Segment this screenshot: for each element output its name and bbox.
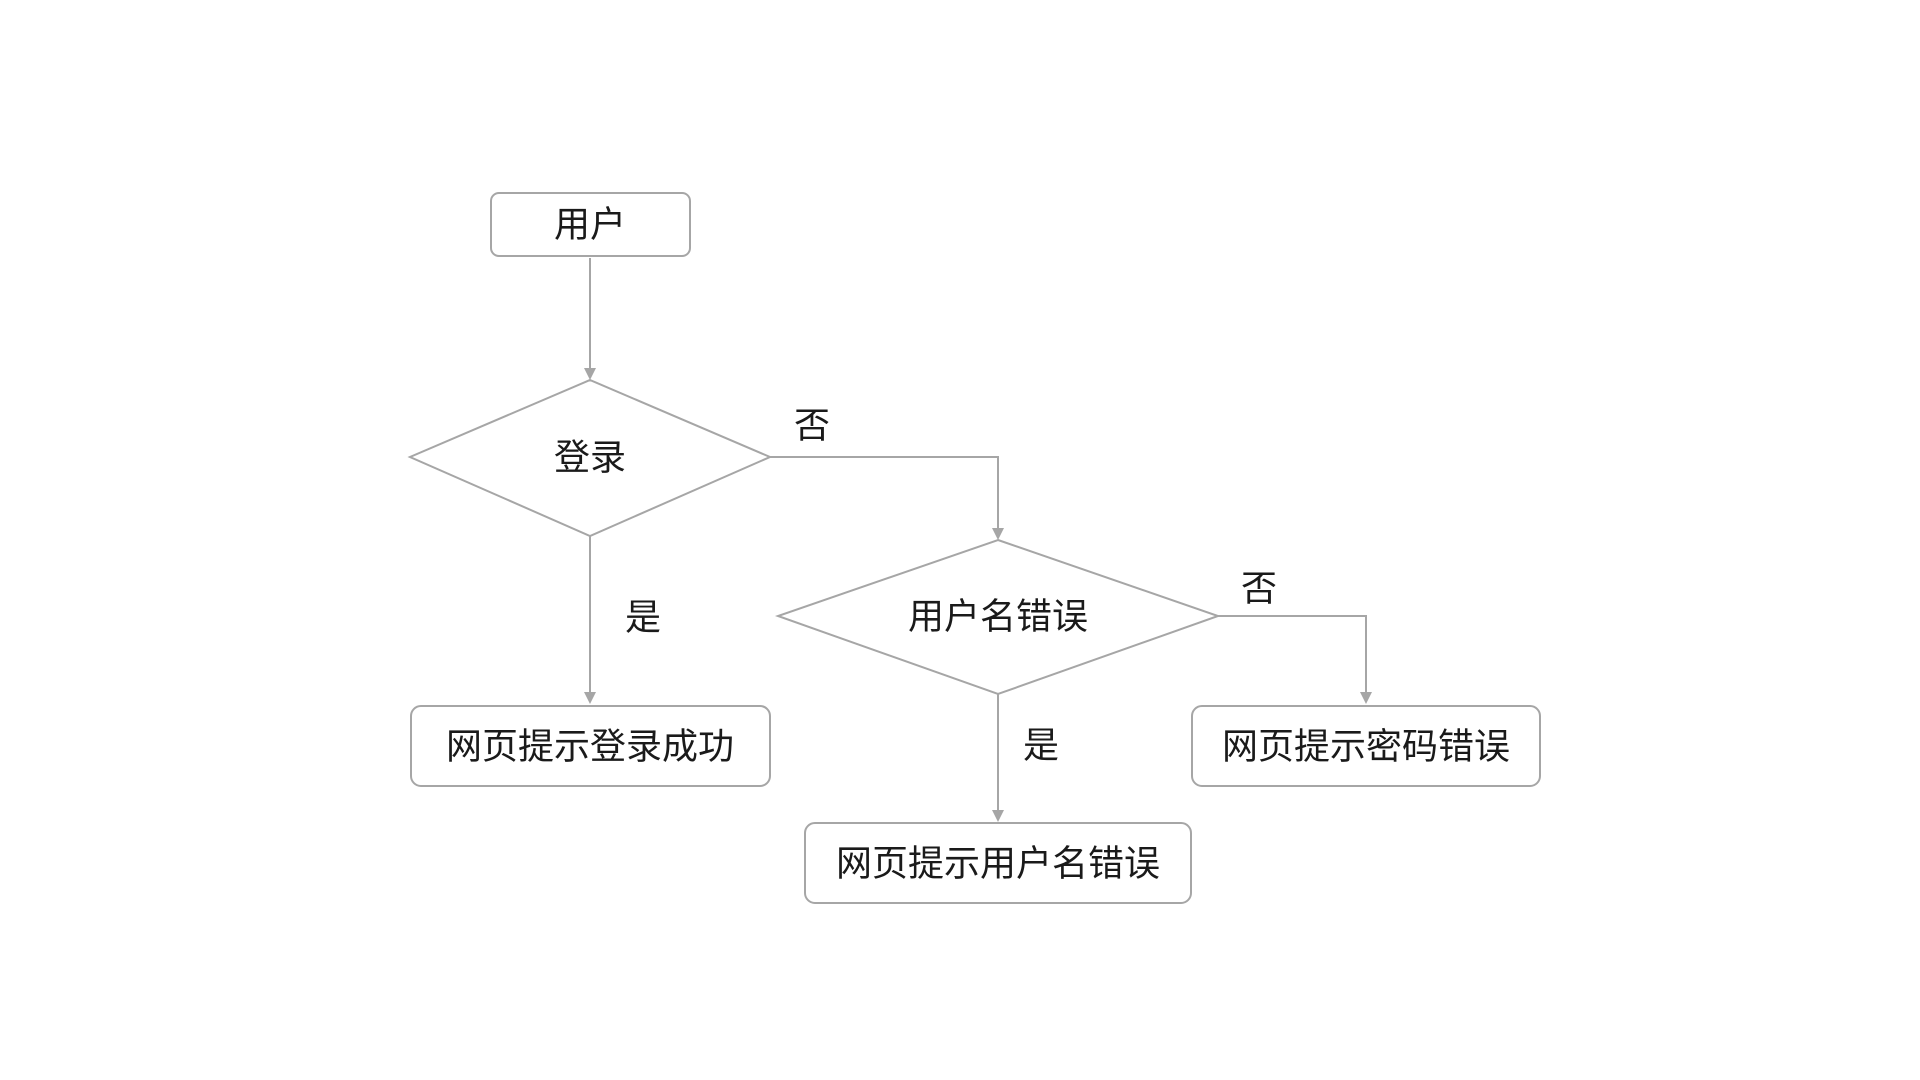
arrow-icon [992,810,1004,822]
arrow-icon [992,528,1004,540]
node-login-label: 登录 [554,438,626,479]
node-login-success: 网页提示登录成功 [410,705,771,787]
edge-login-no [770,456,999,528]
node-username-error-check: 用户名错误 [774,538,1222,696]
node-password-error-msg-label: 网页提示密码错误 [1222,727,1510,768]
edge-label-login-yes: 是 [625,598,661,639]
node-login: 登录 [407,378,773,538]
node-login-success-label: 网页提示登录成功 [446,727,734,768]
edge-label-login-no: 否 [794,406,830,447]
edges [584,258,1372,822]
node-user: 用户 [490,192,691,257]
edge-label-username-no: 否 [1241,569,1277,610]
edge-label-username-yes: 是 [1023,726,1059,767]
edge-username-no [1218,615,1367,692]
arrow-icon [584,368,596,380]
node-username-error-check-label: 用户名错误 [908,597,1088,638]
node-username-error-msg-label: 网页提示用户名错误 [836,844,1160,885]
arrow-icon [1360,692,1372,704]
node-password-error-msg: 网页提示密码错误 [1191,705,1541,787]
arrow-icon [584,692,596,704]
node-username-error-msg: 网页提示用户名错误 [804,822,1192,904]
node-user-label: 用户 [554,205,626,246]
